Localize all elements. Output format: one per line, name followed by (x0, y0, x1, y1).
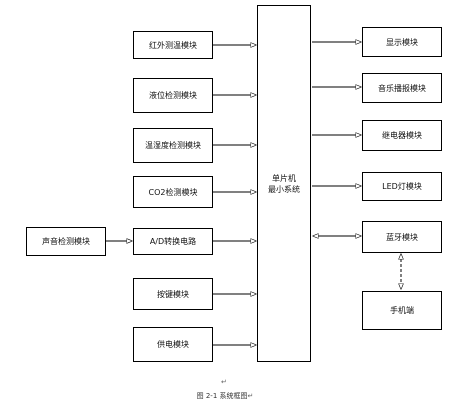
left-arrows (106, 45, 256, 345)
paragraph-mark: ↵ (221, 378, 227, 386)
mcu-minimum-system: 单片机 最小系统 (257, 5, 311, 362)
module-label: 音乐播报模块 (378, 83, 426, 93)
phone-label: 手机端 (390, 306, 414, 315)
module-co2: CO2检测模块 (133, 176, 213, 208)
module-music: 音乐播报模块 (362, 73, 442, 103)
module-label: 按键模块 (157, 289, 189, 299)
module-label: A/D转换电路 (149, 237, 197, 246)
module-label: 蓝牙模块 (386, 232, 418, 242)
module-relay: 继电器模块 (362, 120, 442, 151)
module-liquid-level: 液位检测模块 (133, 78, 213, 113)
module-led: LED灯模块 (362, 172, 442, 201)
paragraph-mark-end: ↵ (247, 392, 254, 400)
module-infrared-temp: 红外测温模块 (133, 31, 213, 59)
phone-terminal: 手机端 (362, 291, 442, 330)
module-label: 供电模块 (157, 340, 189, 349)
module-key: 按键模块 (133, 278, 213, 310)
mcu-label: 单片机 最小系统 (268, 173, 300, 194)
module-label: 红外测温模块 (149, 40, 197, 50)
module-sound: 声音检测模块 (26, 227, 106, 256)
figure-caption: 图 2-1 系统框图↵ (196, 392, 254, 400)
module-power: 供电模块 (133, 327, 213, 362)
module-bluetooth: 蓝牙模块 (362, 221, 442, 253)
module-display: 显示模块 (362, 27, 442, 57)
module-label: 继电器模块 (382, 131, 422, 140)
module-adc: A/D转换电路 (133, 228, 213, 255)
module-label: 显示模块 (386, 37, 418, 47)
module-label: 温湿度检测模块 (145, 141, 201, 150)
module-label: 液位检测模块 (149, 91, 197, 100)
module-temp-humidity: 温湿度检测模块 (133, 128, 213, 163)
module-label: LED灯模块 (382, 182, 422, 191)
right-arrows (312, 42, 361, 236)
module-label: 声音检测模块 (42, 237, 90, 246)
module-label: CO2检测模块 (148, 187, 198, 197)
